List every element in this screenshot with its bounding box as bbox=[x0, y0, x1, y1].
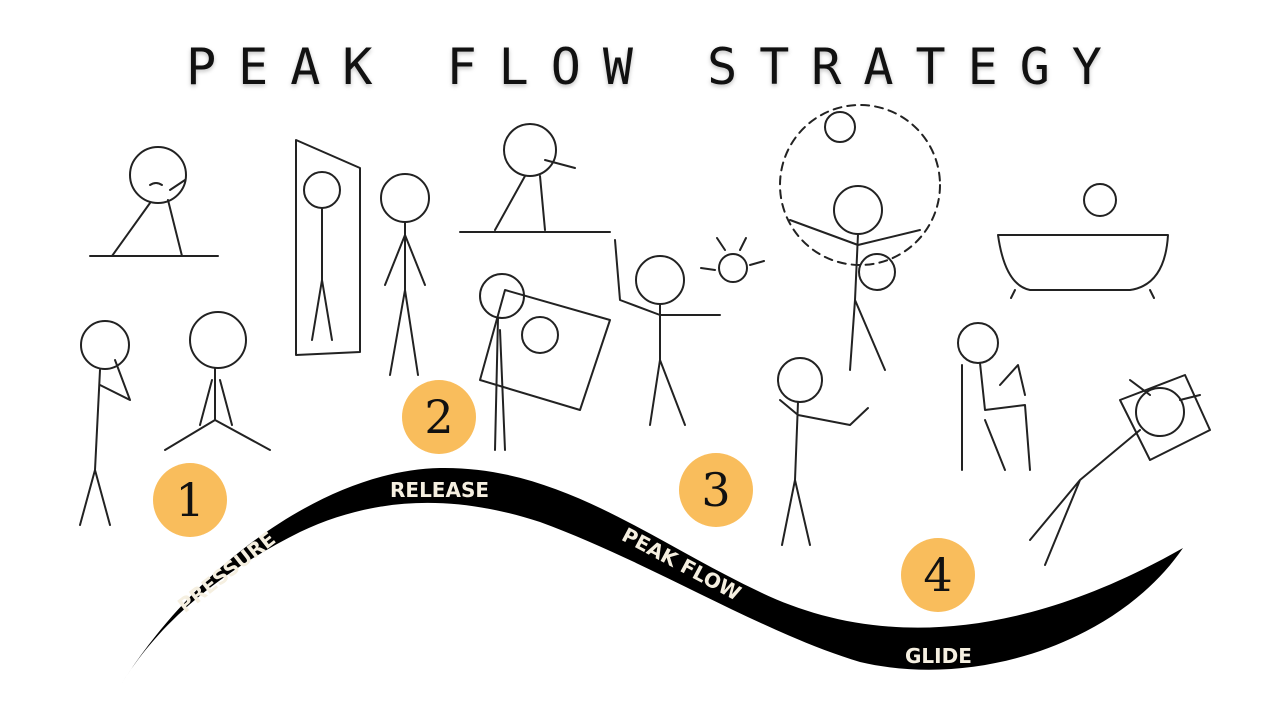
stick-figure-lying-relaxed bbox=[1029, 374, 1211, 566]
stage-1-badge: 1 bbox=[153, 463, 227, 537]
stick-figure-writing bbox=[459, 123, 611, 233]
stage-3-badge: 3 bbox=[679, 453, 753, 527]
stick-figure-bathtub bbox=[997, 183, 1169, 299]
stick-figure-worried-thinker bbox=[89, 146, 219, 257]
stick-figure-juggling bbox=[779, 104, 941, 371]
stick-figure-sitting-sad bbox=[164, 311, 271, 451]
stick-figure-anxious bbox=[79, 320, 131, 526]
stage-label-release: RELEASE bbox=[390, 478, 490, 502]
stick-figure-microphone bbox=[777, 357, 869, 546]
stick-figure-reading-magnifier bbox=[479, 273, 611, 451]
stage-2-badge: 2 bbox=[402, 380, 476, 454]
stick-figure-reading-chair bbox=[957, 322, 1031, 471]
stick-figure-lightbulb-idea bbox=[614, 237, 765, 426]
diagram-title: PEAK FLOW STRATEGY bbox=[186, 38, 1124, 96]
mirror-with-figure bbox=[295, 139, 430, 376]
flow-wave bbox=[122, 467, 1183, 683]
stage-label-glide: GLIDE bbox=[905, 644, 972, 668]
stage-4-badge: 4 bbox=[901, 538, 975, 612]
